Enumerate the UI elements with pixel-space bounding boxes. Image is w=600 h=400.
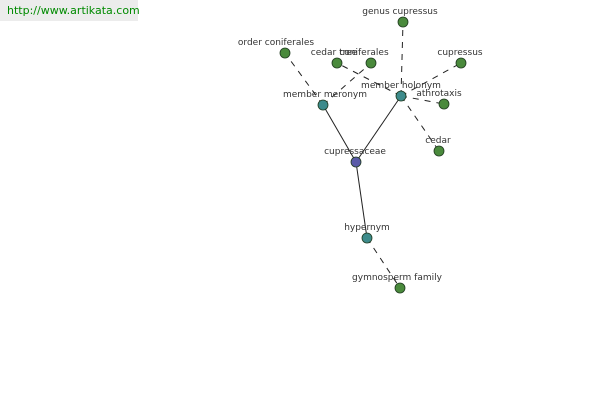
- node-label-member-holonym[interactable]: member holonym: [361, 81, 441, 91]
- edge-member-holonym-to-genus-cupressus: [400, 21, 404, 97]
- node-cupressus[interactable]: [455, 57, 467, 69]
- node-label-hypernym[interactable]: hypernym: [344, 223, 390, 233]
- node-label-cupressus[interactable]: cupressus: [437, 48, 482, 58]
- edge-hypernym-to-gymnosperm-family: [366, 237, 401, 289]
- edges-layer: [284, 21, 462, 289]
- node-order-coniferales[interactable]: [279, 47, 291, 59]
- edge-cupressaceae-to-member-meronym: [322, 104, 357, 163]
- edge-member-holonym-to-athrotaxis: [400, 95, 445, 105]
- node-label-order-coniferales[interactable]: order coniferales: [238, 38, 314, 48]
- node-cupressaceae[interactable]: [350, 156, 362, 168]
- node-member-holonym[interactable]: [395, 90, 407, 102]
- edge-member-meronym-to-order-coniferales: [284, 52, 324, 106]
- nodes-layer: [279, 16, 467, 294]
- node-label-cedar[interactable]: cedar: [425, 136, 451, 146]
- node-label-member-meronym[interactable]: member meronym: [283, 90, 367, 100]
- edge-cupressaceae-to-member-holonym: [355, 95, 402, 163]
- node-genus-cupressus[interactable]: [397, 16, 409, 28]
- node-label-gymnosperm-family[interactable]: gymnosperm family: [352, 273, 443, 283]
- node-label-cupressaceae[interactable]: cupressaceae: [324, 147, 386, 157]
- node-hypernym[interactable]: [361, 232, 373, 244]
- edge-member-meronym-to-coniferales: [322, 62, 372, 106]
- node-gymnosperm-family[interactable]: [394, 282, 406, 294]
- node-cedar[interactable]: [433, 145, 445, 157]
- node-label-athrotaxis[interactable]: athrotaxis: [416, 89, 462, 99]
- node-label-coniferales[interactable]: coniferales: [339, 48, 389, 58]
- node-label-cedar-tree[interactable]: cedar tree: [311, 48, 358, 58]
- site-url-label[interactable]: http://www.artikata.com: [0, 0, 140, 21]
- node-cedar-tree[interactable]: [331, 57, 343, 69]
- node-athrotaxis[interactable]: [438, 98, 450, 110]
- edge-cupressaceae-to-hypernym: [355, 161, 368, 239]
- node-member-meronym[interactable]: [317, 99, 329, 111]
- edge-member-holonym-to-cedar-tree: [336, 62, 402, 97]
- node-coniferales[interactable]: [365, 57, 377, 69]
- node-label-genus-cupressus[interactable]: genus cupressus: [362, 7, 438, 17]
